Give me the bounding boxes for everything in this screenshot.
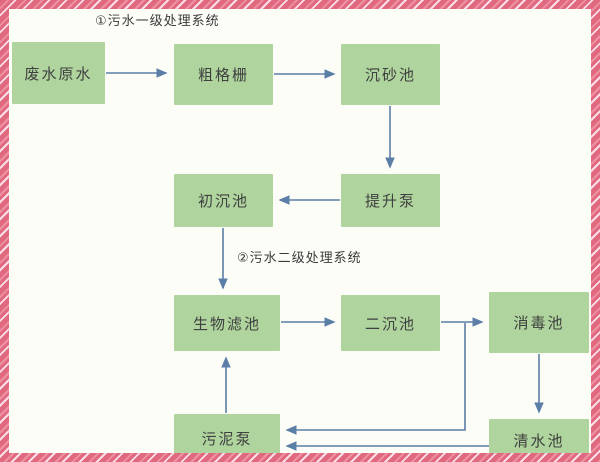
node-lift-pump: 提升泵 (341, 174, 440, 227)
node-biological-filter: 生物滤池 (174, 295, 280, 351)
node-coarse-screen: 粗格栅 (174, 44, 273, 105)
node-disinfection-tank: 消毒池 (489, 292, 589, 353)
node-sludge-pump: 污泥泵 (174, 414, 280, 462)
node-primary-sedimentation: 初沉池 (174, 174, 273, 227)
node-secondary-sedimentation: 二沉池 (341, 295, 440, 351)
section-1-label: ①污水一级处理系统 (95, 14, 220, 29)
node-clear-water-tank: 清水池 (489, 419, 589, 462)
node-raw-water: 废水原水 (12, 42, 105, 104)
node-grit-chamber: 沉砂池 (341, 44, 440, 105)
section-2-label: ②污水二级处理系统 (237, 251, 362, 266)
